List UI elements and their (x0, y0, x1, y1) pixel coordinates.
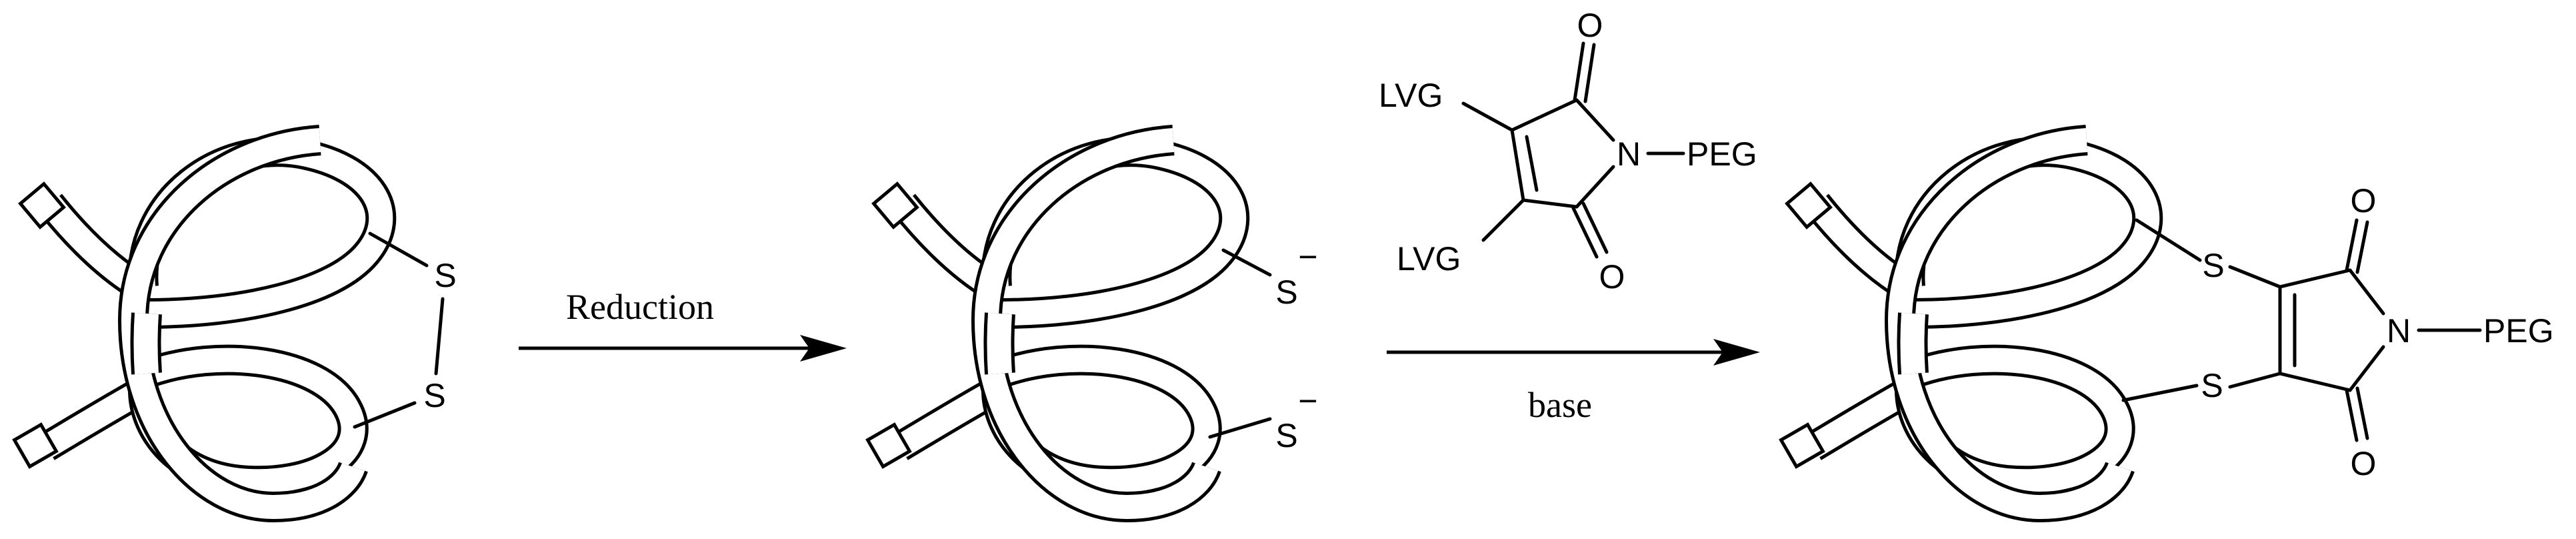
negative-charge: − (1298, 238, 1317, 276)
carbonyl-bond (2345, 218, 2359, 272)
disulfide-bond (434, 297, 445, 376)
carbonyl-bond (1581, 201, 1609, 254)
bond-to-sulfur (1221, 248, 1272, 277)
oxygen-label: O (1599, 258, 1625, 296)
ring-bond (2278, 268, 2352, 289)
peg-label: PEG (2483, 312, 2554, 350)
protein-with-disulfide: S S (15, 140, 457, 507)
lvg-label: LVG (1379, 77, 1443, 114)
arrowhead-icon (1713, 339, 1760, 366)
reduced-protein-thiolates: S − S − (868, 140, 1318, 507)
carbonyl-bond (1573, 41, 1585, 102)
nitrogen-label: N (2387, 312, 2411, 350)
lvg-label: LVG (1397, 240, 1461, 278)
carbonyl-bond (2355, 220, 2369, 274)
ring-bond (2348, 345, 2385, 392)
sulfur-label: S (423, 377, 445, 414)
oxygen-label: O (2351, 182, 2377, 219)
arrowhead-icon (800, 335, 847, 362)
peg-label: PEG (1687, 135, 1757, 173)
protein-coil (1781, 140, 2148, 507)
sulfur-label: S (2201, 367, 2223, 404)
base-arrow: base (1387, 339, 1760, 425)
bond-to-sulfur (1208, 417, 1272, 439)
oxygen-label: O (2351, 445, 2377, 482)
bond-to-sulfur (2135, 218, 2202, 262)
ring-bond (1575, 165, 1615, 209)
sulfur-label: S (1275, 417, 1297, 454)
ring-double-bond-inner (1525, 135, 1539, 192)
bond-to-sulfur (368, 231, 429, 267)
thioether-bond (2228, 372, 2282, 389)
sulfur-label: S (2202, 247, 2224, 284)
carbonyl-bond (2345, 388, 2359, 442)
carbonyl-bond (1583, 43, 1596, 103)
dihalomaleimide-reagent: O O N PEG LVG LVG (1379, 7, 1757, 296)
rebridged-protein-conjugate: S S O O N PEG (1781, 140, 2554, 507)
protein-coil (868, 140, 1235, 507)
sulfur-label: S (434, 257, 456, 294)
reduction-arrow: Reduction (519, 287, 847, 362)
negative-charge: − (1298, 382, 1317, 420)
base-label: base (1528, 385, 1592, 425)
protein-coil (15, 140, 381, 507)
ring-bond (1521, 198, 1579, 209)
nitrogen-label: N (1617, 135, 1641, 173)
bond-to-sulfur (2121, 384, 2199, 402)
lvg-bond (1461, 101, 1514, 132)
ring-bond (2348, 268, 2385, 316)
ring-bond (1510, 98, 1579, 132)
oxygen-label: O (1577, 7, 1603, 44)
thioether-bond (2228, 265, 2282, 289)
ring-bond (2278, 372, 2352, 392)
reduction-label: Reduction (566, 287, 714, 327)
sulfur-label: S (1275, 274, 1297, 311)
ring-double-bond (1510, 128, 1525, 202)
carbonyl-bond (2355, 386, 2369, 440)
ring-bond (1575, 98, 1615, 142)
bond-to-sulfur (353, 401, 417, 429)
carbonyl-bond (1571, 206, 1599, 259)
lvg-bond (1481, 198, 1525, 242)
